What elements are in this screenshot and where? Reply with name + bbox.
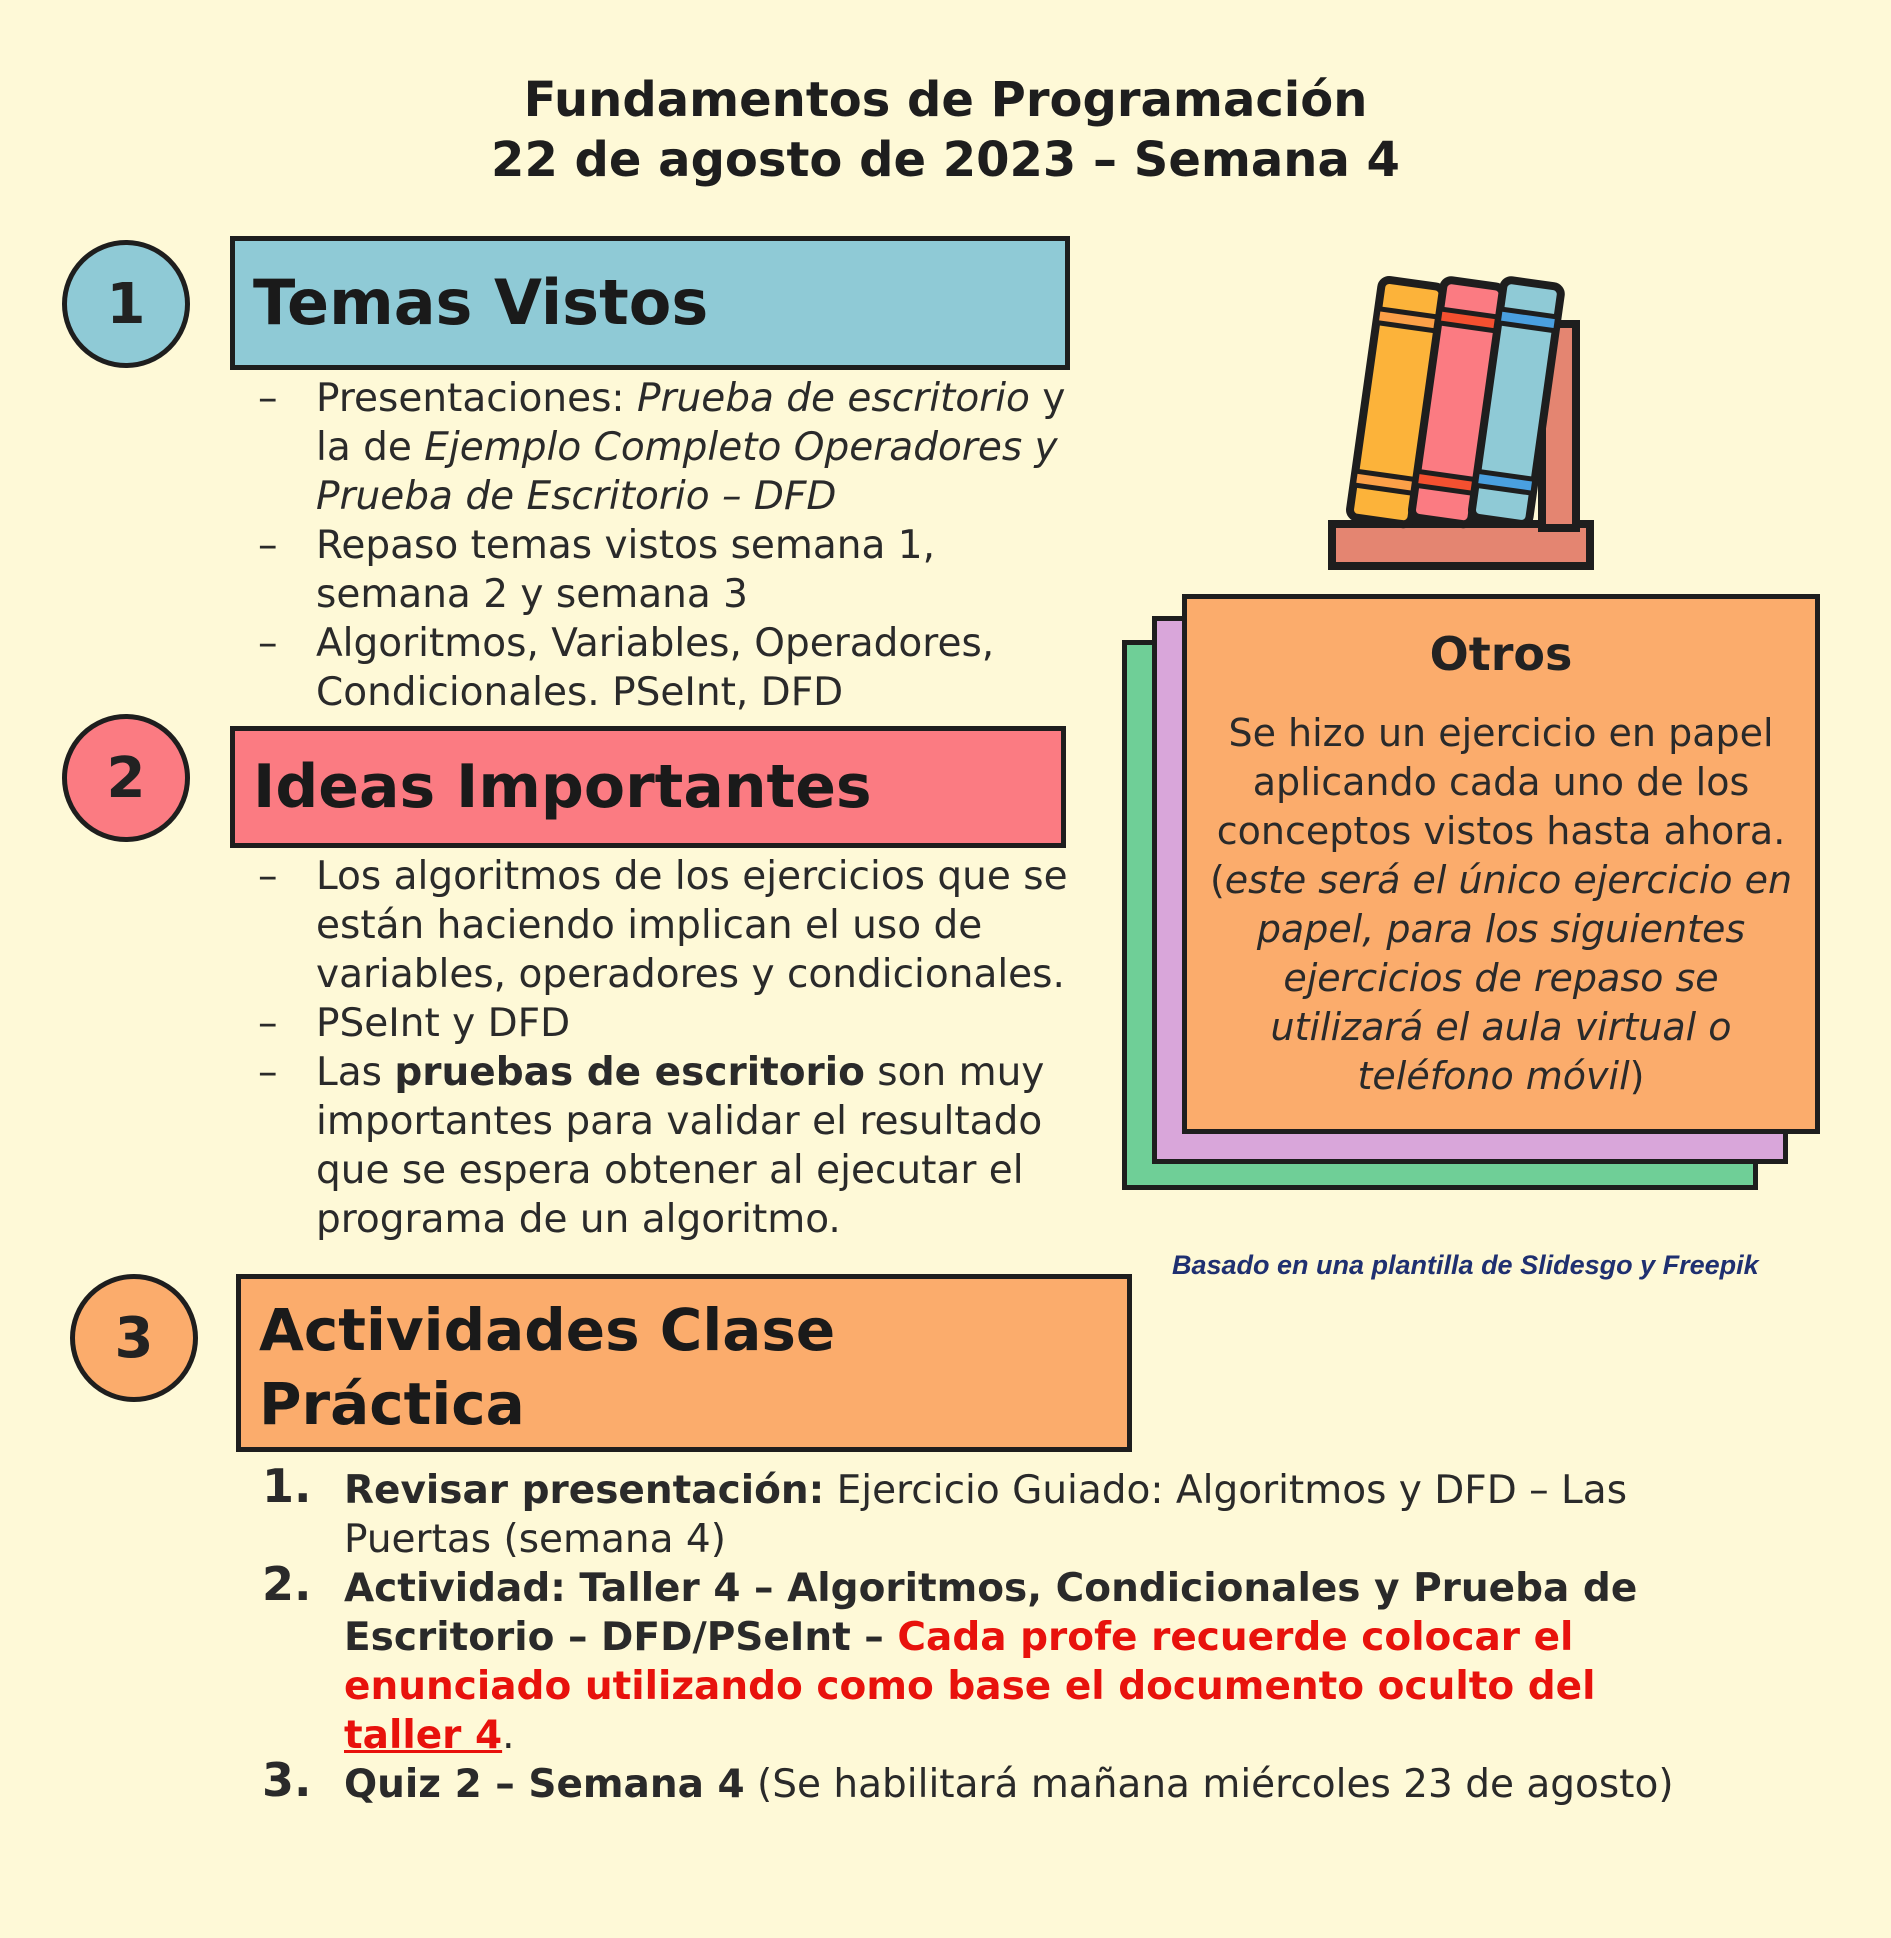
page-title: Fundamentos de Programación 22 de agosto… [0,70,1891,190]
section-3-title: Actividades Clase Práctica [236,1274,1132,1452]
activities-list: 1.Revisar presentación: Ejercicio Guiado… [262,1459,1682,1809]
course-title: Fundamentos de Programación [523,72,1368,128]
section-1-title: Temas Vistos [230,236,1070,370]
section-1-list: Presentaciones: Prueba de escritorio y l… [258,374,1078,717]
section-2-number: 2 [62,714,190,842]
list-item: Los algoritmos de los ejercicios que se … [258,852,1068,999]
otros-title: Otros [1429,627,1573,681]
template-credit: Basado en una plantilla de Slidesgo y Fr… [1172,1250,1759,1280]
section-2-list: Los algoritmos de los ejercicios que se … [258,852,1068,1244]
taller-4-link[interactable]: taller 4 [344,1713,503,1758]
books-icon [1328,275,1594,570]
list-item: Las pruebas de escritorio son muy import… [258,1048,1068,1244]
list-item: Repaso temas vistos semana 1, semana 2 y… [258,521,1078,619]
list-item: PSeInt y DFD [258,999,1068,1048]
list-item: Presentaciones: Prueba de escritorio y l… [258,374,1078,521]
list-item: 1.Revisar presentación: Ejercicio Guiado… [262,1459,1628,1563]
list-item: 3.Quiz 2 – Semana 4 (Se habilitará mañan… [262,1753,1674,1808]
otros-card: Otros Se hizo un ejercicio en papel apli… [1182,594,1820,1134]
list-item: Algoritmos, Variables, Operadores, Condi… [258,619,1078,717]
otros-body: Se hizo un ejercicio en papel aplicando … [1209,711,1793,1098]
section-3-number: 3 [70,1274,198,1402]
section-1-number: 1 [62,240,190,368]
list-item: 2.Actividad: Taller 4 – Algoritmos, Cond… [262,1557,1638,1759]
section-2-title: Ideas Importantes [230,726,1066,848]
date-week: 22 de agosto de 2023 – Semana 4 [491,132,1400,188]
